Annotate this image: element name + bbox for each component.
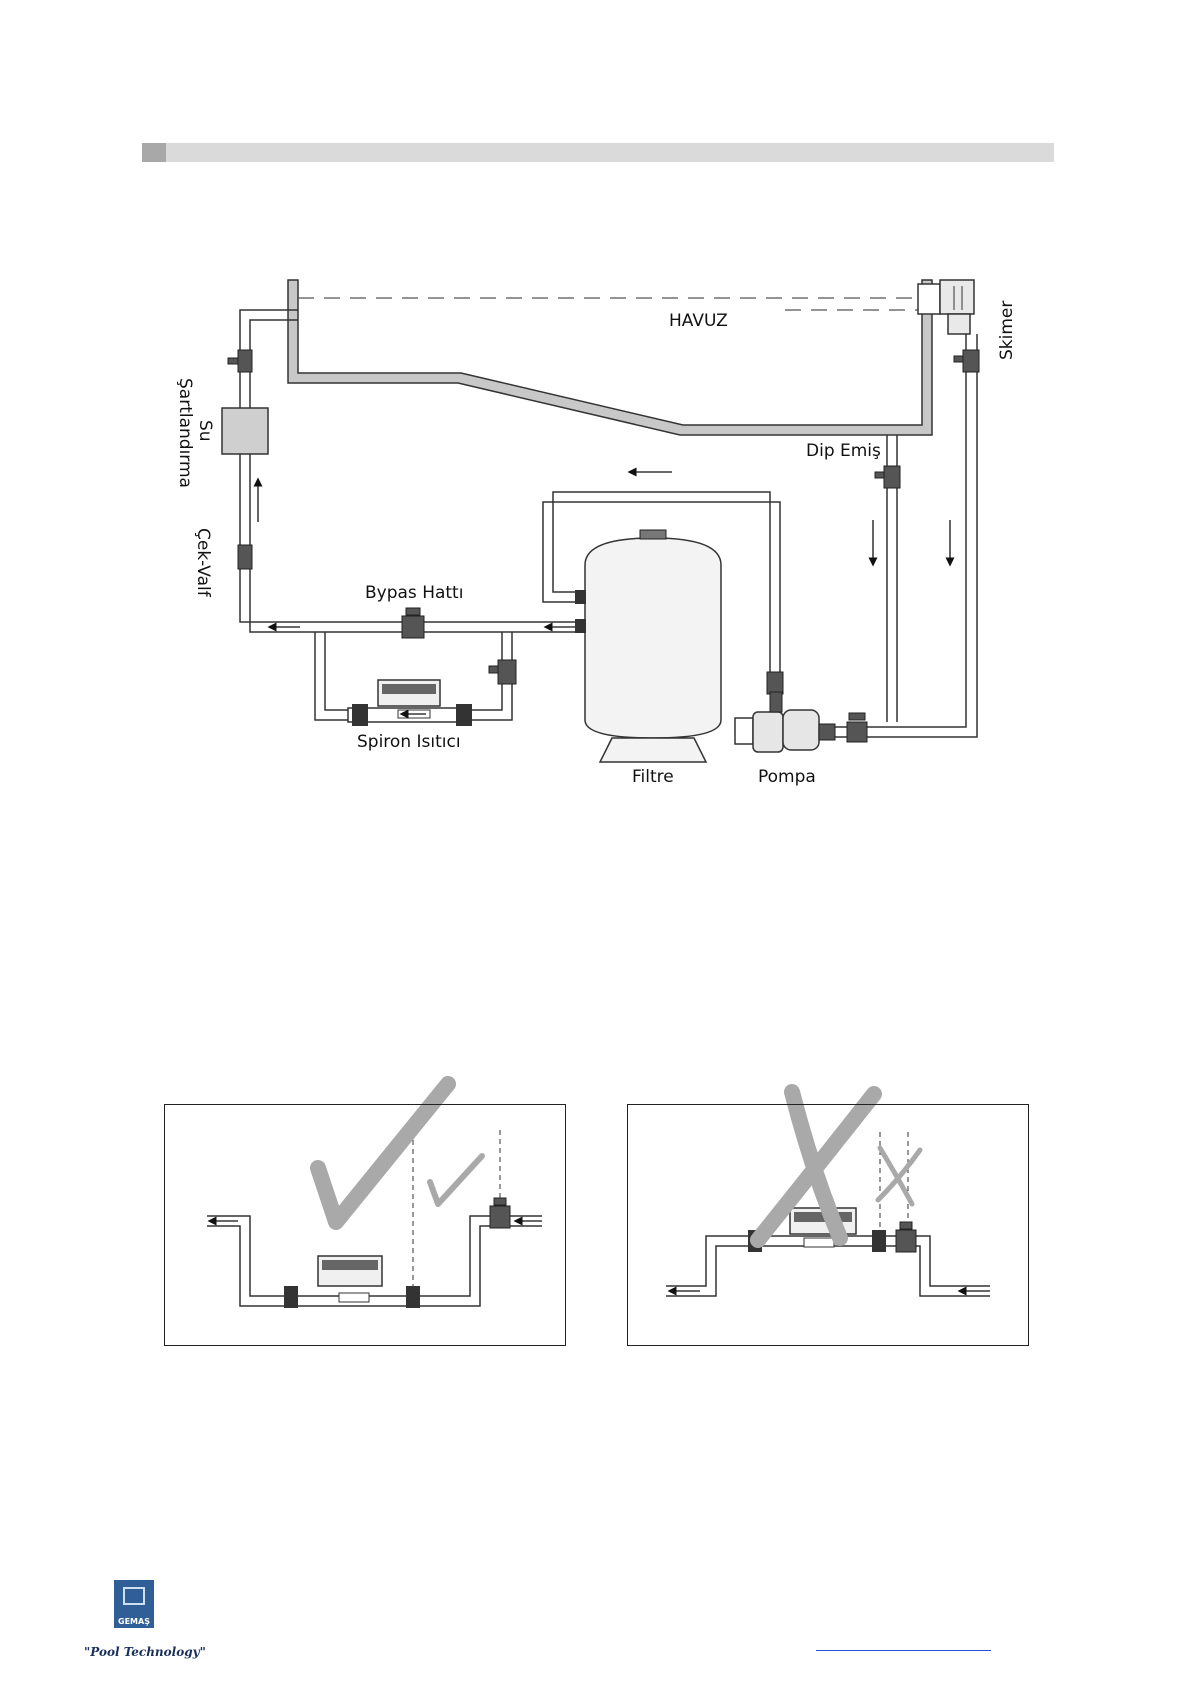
- wrong-example-frame: [627, 1104, 1029, 1346]
- heater-label: Spiron Isıtıcı: [357, 732, 461, 752]
- filter-tank: Filtre: [575, 530, 721, 787]
- skimmer-valve-handle: [954, 356, 963, 362]
- bypass-valve-handle: [406, 608, 420, 615]
- heater-inlet-valve: [498, 660, 516, 684]
- logo-name: GEMAŞ: [114, 1617, 154, 1626]
- bottom-suction-label: Dip Emiş: [806, 441, 881, 461]
- bottom-suction-valve-handle: [875, 472, 884, 478]
- pool-basin: HAVUZ: [288, 280, 932, 435]
- company-logo: GEMAŞ: [114, 1580, 154, 1628]
- bypass-label: Bypas Hattı: [365, 583, 463, 603]
- bottom-suction-valve: [884, 466, 900, 488]
- pump-label: Pompa: [758, 767, 816, 787]
- bypass-valve: [402, 616, 424, 638]
- water-treatment-label-1: Su: [195, 420, 215, 442]
- pump-outlet-valve: [767, 672, 783, 694]
- pool-label: HAVUZ: [669, 311, 728, 331]
- company-slogan: "Pool Technology": [84, 1645, 206, 1659]
- heater-inlet-valve-handle: [489, 666, 498, 673]
- skimmer-valve: [963, 350, 979, 372]
- water-treatment-unit: Su Şartlandırma: [175, 378, 268, 488]
- check-valve-label: Çek-Valf: [193, 528, 213, 598]
- filter-outlet-port: [575, 619, 586, 633]
- return-valve-handle: [228, 358, 238, 364]
- filter-label: Filtre: [632, 767, 674, 787]
- pump-inlet-valve-handle: [849, 713, 865, 720]
- water-treatment-label-2: Şartlandırma: [175, 378, 195, 488]
- check-valve: [238, 545, 252, 569]
- return-valve: [238, 350, 252, 372]
- footer-link[interactable]: [816, 1650, 991, 1651]
- logo-emblem-icon: [123, 1587, 145, 1605]
- correct-example-frame: [164, 1104, 566, 1346]
- heater: Spiron Isıtıcı: [348, 680, 472, 752]
- pump-inlet-valve: [847, 722, 867, 742]
- skimmer-label: Skimer: [997, 301, 1017, 360]
- filter-inlet-port: [575, 590, 586, 604]
- skimmer: Skimer: [918, 280, 1017, 360]
- pump: Pompa: [735, 692, 835, 787]
